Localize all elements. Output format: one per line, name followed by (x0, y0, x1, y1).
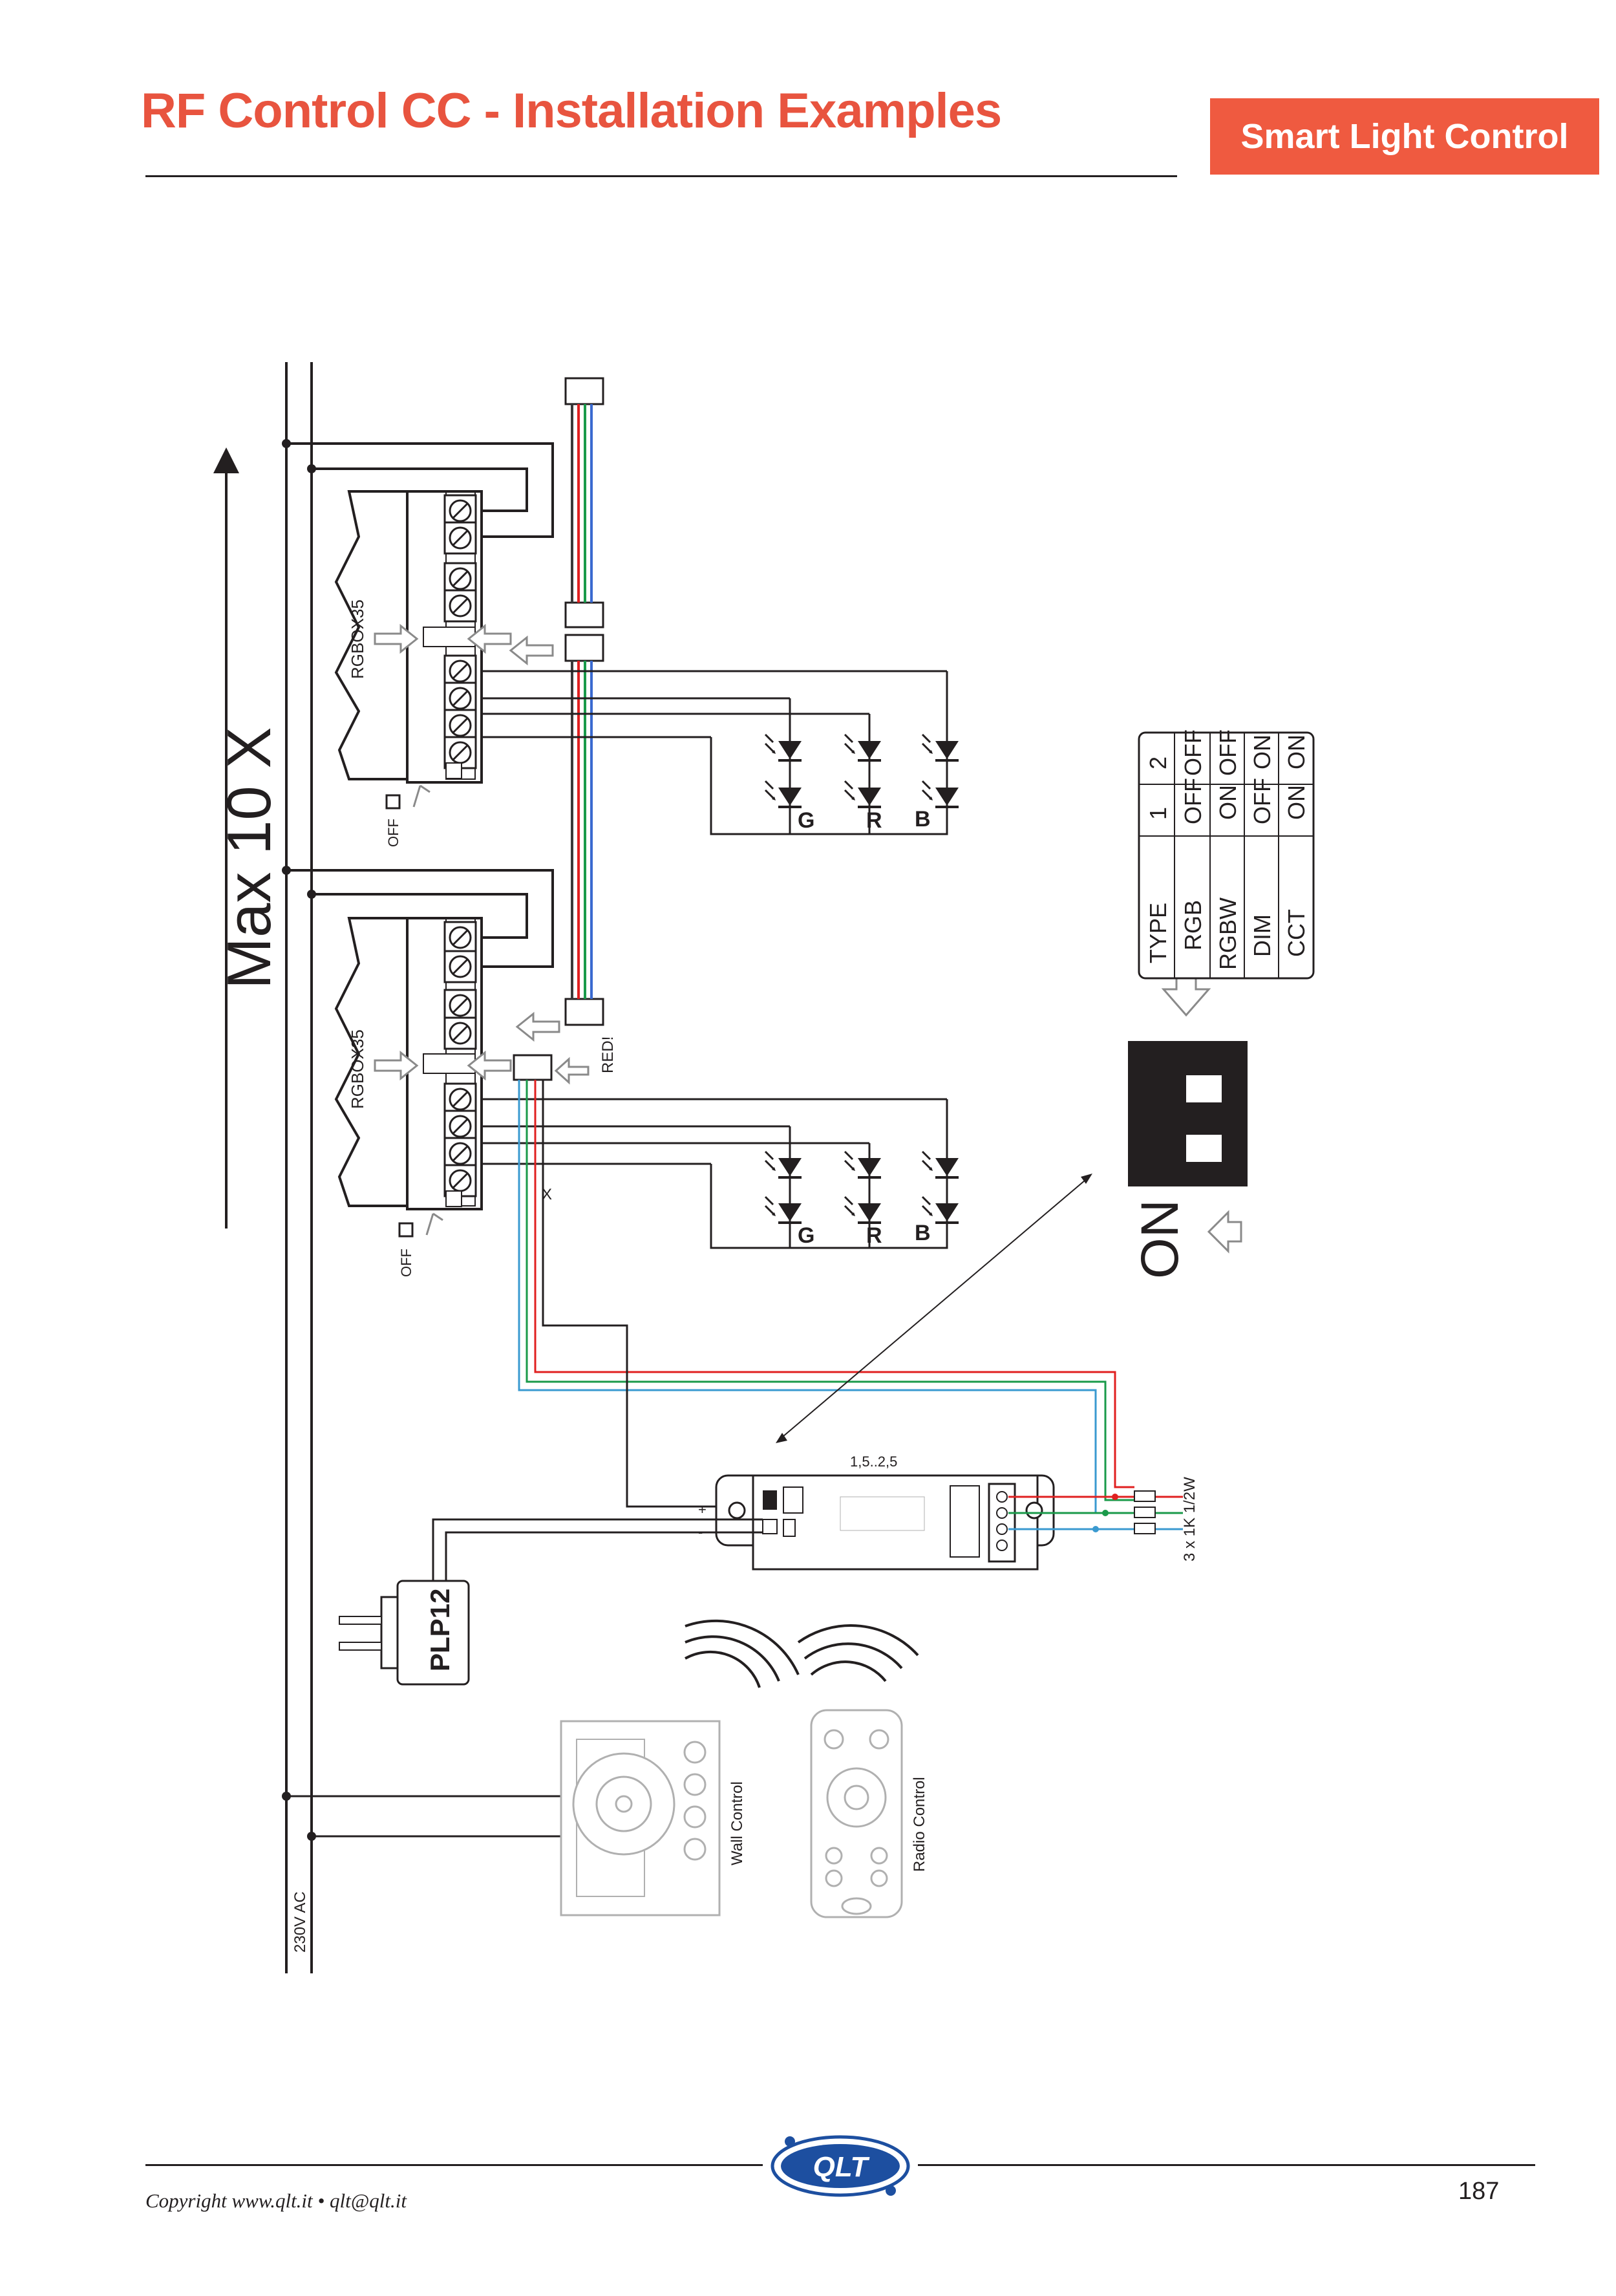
dip-col-1: 1 (1145, 807, 1171, 820)
led-label-g-2: G (798, 1223, 814, 1248)
polarity-plus: + (698, 1501, 707, 1518)
dip-col-2: 2 (1145, 756, 1171, 769)
dip-col-type: TYPE (1145, 903, 1171, 963)
insertion-arrows (374, 623, 590, 1085)
control-wires (518, 1080, 1134, 1514)
dip-table (1138, 731, 1315, 980)
led-r-1b (844, 780, 882, 808)
led-b-1a (921, 733, 960, 762)
psl-controller (715, 1474, 1055, 1571)
dip-row-rgb-2: OFF (1180, 729, 1206, 776)
wall-control (286, 1720, 721, 1916)
power-supply (339, 1518, 763, 1686)
led-label-r-2: R (866, 1223, 882, 1248)
dip-row-rgbw-1: ON (1215, 785, 1241, 820)
footer-copyright: Copyright www.qlt.it • qlt@qlt.it (145, 2189, 407, 2212)
led-g-2b (764, 1196, 803, 1224)
wire-section-label: 1,5..2,5 (850, 1454, 897, 1470)
led-b-2b (921, 1196, 960, 1224)
radio-control-label: Radio Control (911, 1777, 928, 1872)
dip-switch (1128, 975, 1248, 1254)
led-label-b-2: B (915, 1221, 931, 1245)
led-label-b-1: B (915, 807, 931, 831)
page-number: 187 (1458, 2178, 1500, 2205)
qlt-logo (771, 2135, 910, 2197)
dip-row-dim-1: OFF (1249, 778, 1275, 824)
dip-row-dim: DIM (1249, 914, 1275, 957)
dip-row-rgbw: RGBW (1215, 897, 1241, 970)
footer-divider-right (918, 2164, 1535, 2166)
led-r-2a (844, 1150, 882, 1179)
dimmer-label-2: RGBOX35 (348, 1029, 367, 1109)
pointer-arrow (776, 1174, 1092, 1443)
switch-label-1: OFF (385, 819, 401, 847)
led-label-r-1: R (866, 808, 882, 833)
led-label-g-1: G (798, 808, 814, 833)
led-r-1a (844, 733, 882, 762)
radio-control (810, 1709, 903, 1918)
dimmer-label-1: RGBOX35 (348, 599, 367, 679)
cross-mark: X (542, 1186, 552, 1203)
dip-row-cct-1: ON (1283, 785, 1310, 820)
resistor-label: 3 x 1K 1/2W (1181, 1477, 1198, 1561)
title-divider (145, 175, 1177, 177)
power-supply-label: PLP12 (425, 1589, 455, 1671)
led-g-1a (764, 733, 803, 762)
wall-control-label: Wall Control (728, 1781, 746, 1865)
mains-feeds (286, 442, 554, 968)
led-b-2a (921, 1150, 960, 1179)
led-g-2a (764, 1150, 803, 1179)
dimmer-module-1 (334, 490, 483, 784)
dip-row-dim-2: ON (1249, 735, 1275, 769)
dimmer-module-2 (334, 917, 483, 1210)
control-link-connector (513, 1054, 553, 1081)
section-badge: Smart Light Control (1210, 98, 1599, 175)
range-label: Max 10 X (215, 727, 284, 989)
rf-wave-icon (685, 1619, 919, 1688)
footer-divider-left (145, 2164, 763, 2166)
mains-label: 230V AC (292, 1891, 309, 1953)
dip-row-rgb-1: OFF (1180, 778, 1206, 824)
qlt-logo-text: QLT (813, 2151, 870, 2183)
dip-row-cct: CCT (1283, 909, 1310, 957)
red-warning-label: RED! (599, 1036, 617, 1073)
dip-on-label: ON (1131, 1199, 1189, 1279)
rgb-ribbon-cable (564, 377, 604, 1026)
led-g-1b (764, 780, 803, 808)
dip-row-rgbw-2: OFF (1215, 729, 1241, 776)
led-b-1b (921, 780, 960, 808)
dip-row-rgb: RGB (1180, 900, 1206, 950)
led-r-2b (844, 1196, 882, 1224)
mains-bus (282, 362, 316, 1973)
switch-label-2: OFF (398, 1249, 414, 1277)
dip-row-cct-2: ON (1283, 735, 1310, 769)
switch-off-2 (398, 1222, 414, 1238)
page-title: RF Control CC - Installation Examples (141, 83, 1002, 138)
resistors (1008, 1490, 1183, 1534)
switch-off-1 (385, 794, 401, 810)
